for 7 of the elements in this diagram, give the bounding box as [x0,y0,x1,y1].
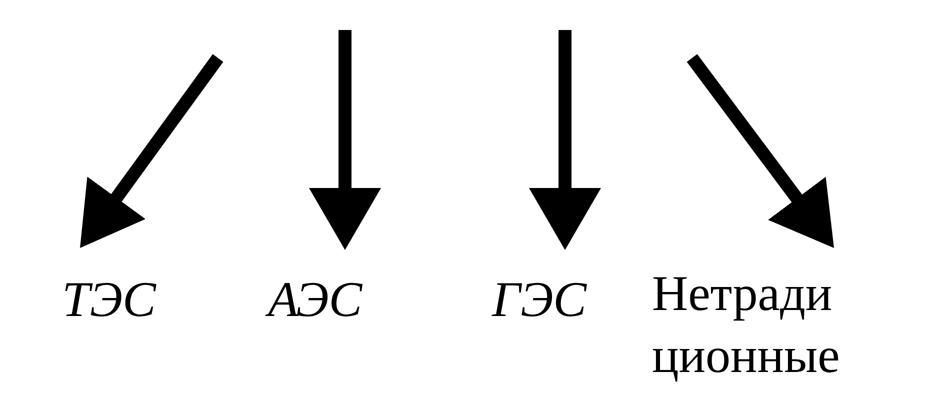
arrow [309,30,381,250]
arrow [80,54,224,248]
arrow [529,30,601,250]
node-label: ТЭС [62,268,156,330]
node-label: Нетради ционные [652,262,922,386]
arrow [686,54,834,248]
node-label: ГЭС [492,268,587,330]
